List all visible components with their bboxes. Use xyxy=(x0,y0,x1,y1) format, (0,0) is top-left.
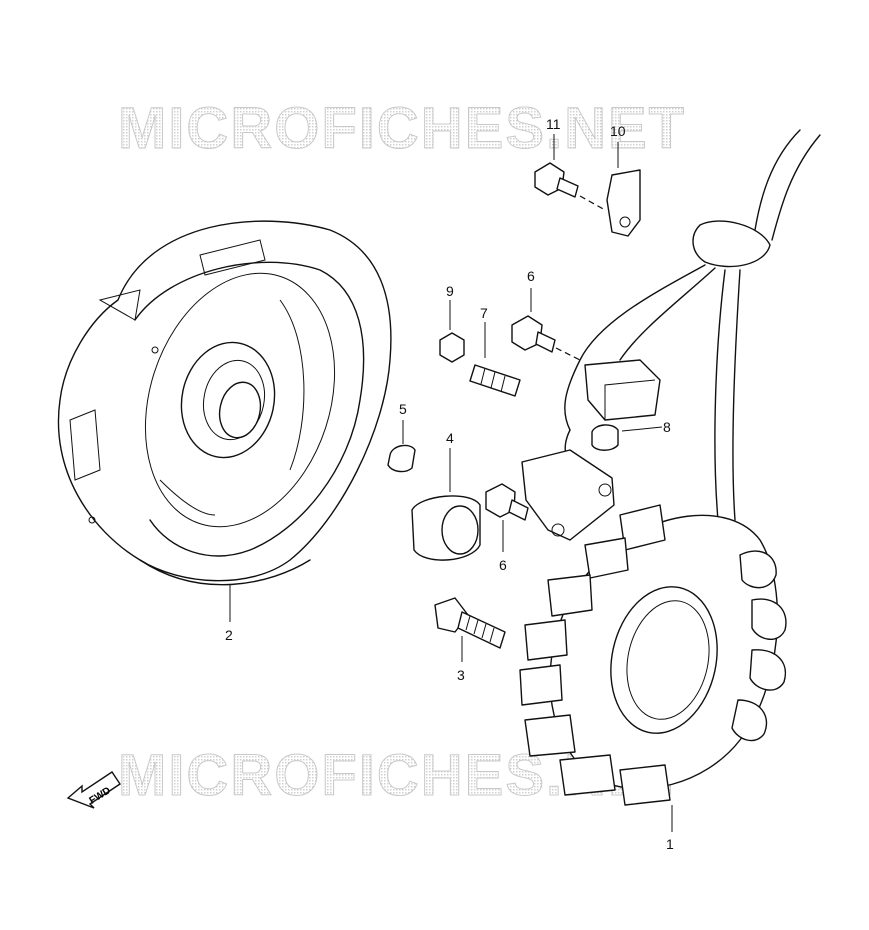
sensor-bracket xyxy=(521,449,615,541)
callout-4: 4 xyxy=(446,430,454,446)
rotor-flywheel xyxy=(57,220,392,622)
callout-9: 9 xyxy=(446,283,454,299)
grommet-collar xyxy=(591,424,663,451)
callout-5: 5 xyxy=(399,401,407,417)
callout-8: 8 xyxy=(663,419,671,435)
rotor-bolt xyxy=(434,597,506,662)
forward-arrow-icon: FWD xyxy=(66,771,121,809)
wire-harness xyxy=(564,129,821,521)
callout-numbers: 1 2 3 4 5 6 6 7 8 9 10 11 xyxy=(225,116,674,852)
callout-6-lower: 6 xyxy=(499,557,507,573)
wire-clamp xyxy=(606,142,641,237)
callout-11: 11 xyxy=(546,116,561,132)
stator-coil-assembly xyxy=(519,504,787,832)
bolt-upper xyxy=(511,288,581,361)
pulser-coil xyxy=(584,359,661,421)
spacer-collar xyxy=(411,448,481,561)
bolt-lower xyxy=(485,483,529,552)
watermark-top: MICROFICHES.NET xyxy=(118,96,686,161)
woodruff-key xyxy=(387,420,416,473)
callout-2: 2 xyxy=(225,627,233,643)
clamp-bolt xyxy=(534,134,606,211)
callout-1: 1 xyxy=(666,836,674,852)
nut xyxy=(439,300,465,363)
stud-bolt xyxy=(469,322,521,397)
callout-6-upper: 6 xyxy=(527,268,535,284)
callout-7: 7 xyxy=(480,305,488,321)
callout-3: 3 xyxy=(457,667,465,683)
callout-10: 10 xyxy=(610,123,626,139)
